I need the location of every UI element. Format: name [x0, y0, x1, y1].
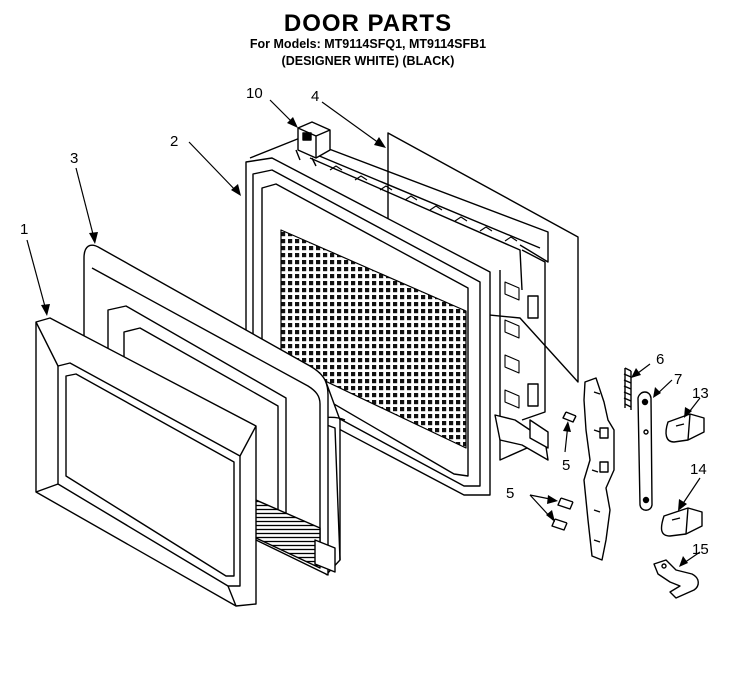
page-title: DOOR PARTS	[283, 10, 453, 37]
color-variants: (DESIGNER WHITE) (BLACK)	[281, 54, 455, 68]
callout-5-lower: 5	[506, 485, 514, 502]
callout-10: 10	[246, 85, 263, 102]
part-6-spring	[623, 367, 632, 410]
model-numbers: For Models: MT9114SFQ1, MT9114SFB1	[249, 37, 487, 51]
part-14-latch	[660, 507, 703, 537]
callout-5-upper: 5	[562, 457, 570, 474]
part-5-screws	[551, 411, 577, 531]
part-15-cam	[653, 559, 699, 599]
leader-arrowheads	[41, 117, 692, 567]
part-7-latch-arm	[637, 391, 653, 511]
part-13-latch	[665, 413, 705, 443]
callout-13: 13	[692, 385, 709, 402]
callout-2: 2	[170, 133, 178, 150]
callout-6: 6	[656, 351, 664, 368]
callout-3: 3	[70, 150, 78, 167]
hinge-plate	[583, 377, 615, 561]
callout-4: 4	[311, 88, 319, 105]
callout-15: 15	[692, 541, 709, 558]
part-1-door-trim-frame	[35, 317, 257, 607]
callout-labels: 1 2 3 4 5 5 6 7 10 13 14 15	[20, 85, 709, 558]
callout-7: 7	[674, 371, 682, 388]
callout-1: 1	[20, 221, 28, 238]
callout-14: 14	[690, 461, 707, 478]
part-10-latch-block	[295, 121, 331, 167]
